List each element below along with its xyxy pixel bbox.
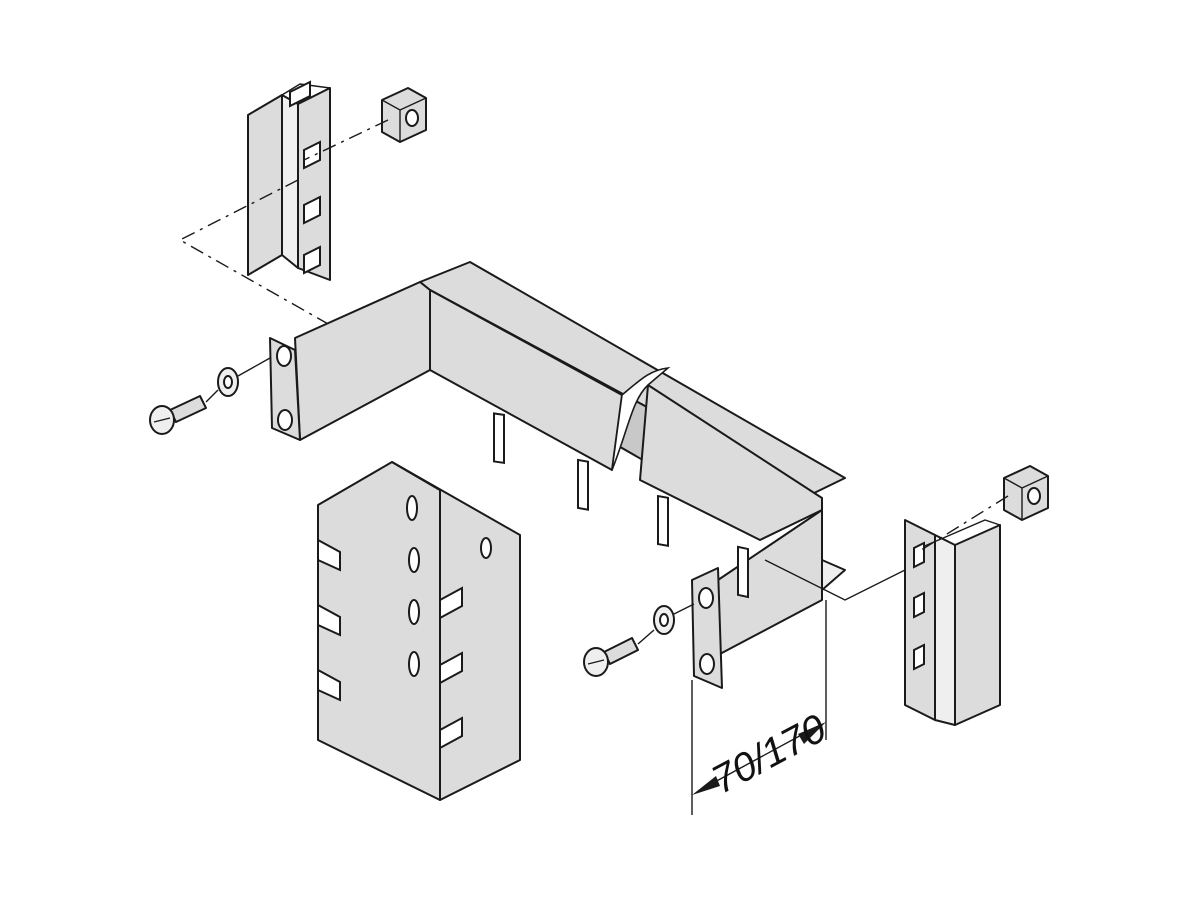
lower-cage-nut-thread-hole [1027,487,1041,505]
rail-square-slot-3 [303,245,321,275]
dimension-arrow-left [692,776,720,795]
notch-right-2 [439,651,463,685]
right-rail-alignment-line [764,559,906,601]
upper-cage-nut [381,87,427,143]
rail-square-slot-2 [303,195,321,225]
notch-right-1 [439,586,463,620]
notch-left-3 [317,668,341,702]
rail-square-slot-1 [303,140,321,170]
right-front-flange [691,567,723,689]
right-flange-hole-top [698,587,714,609]
cage-nut-body [381,87,427,143]
support-hole-3 [408,599,420,625]
right-rail-slot-3 [913,643,925,671]
lower-cage-nut-body [1003,465,1049,521]
cage-nut-thread-hole [405,109,419,127]
rail-front-face [297,87,331,281]
bracket-break-gap [611,366,671,471]
upper-screw-axis-2 [237,357,271,377]
left-front-flange [269,337,301,441]
dimension-line [699,725,819,791]
rail-top-square-slot [289,80,311,108]
notch-left-1 [317,538,341,572]
notch-right-3 [439,716,463,750]
lower-cage-nut [1003,465,1049,521]
right-rail-top-edge [919,519,1001,549]
rail-left-face [247,94,283,276]
upper-washer-hole [223,375,233,389]
lower-right-mounting-rail [904,519,1001,726]
upper-screw-axis [205,389,219,403]
u-mounting-bracket [294,261,846,656]
upper-screw-shank [169,395,207,423]
rail-top-edge [281,83,331,96]
bracket-right-tab [821,559,846,591]
bracket-slot-3 [657,494,669,547]
dimension-arrow-right [798,722,826,744]
lower-screw-axis-2 [673,603,695,615]
support-hole-1 [406,495,418,521]
bracket-left-arm [294,281,431,441]
lower-screw-shank [603,637,639,665]
support-hole-2 [408,547,420,573]
bracket-slot-2 [577,458,589,511]
cage-nut-alignment-line-lower [917,495,1009,553]
lower-screw-assembly [583,603,695,677]
right-rail-slot-2 [913,591,925,619]
notch-left-2 [317,603,341,637]
bracket-slot-1 [493,412,505,464]
upper-screw-assembly [149,357,271,435]
lower-left-support-bracket [317,461,521,801]
right-flange-hole-bottom [699,653,715,675]
lower-screw-slot [587,659,605,665]
lower-screw-axis [637,629,655,645]
left-flange-hole-top [276,345,292,367]
dimension-label: 70/170 [705,706,834,802]
bracket-slot-4 [737,545,749,599]
right-rail-slot-1 [913,541,925,569]
support-hole-4 [408,651,420,677]
lower-washer-hole [659,613,669,627]
upper-left-mounting-rail [247,80,331,281]
bracket-back-wall-right [639,384,823,541]
right-rail-front-face [954,524,1001,726]
support-hole-5 [480,537,492,559]
upper-screw-slot [153,417,171,423]
left-flange-hole-bottom [277,409,293,431]
right-rail-edge-face [934,534,956,726]
